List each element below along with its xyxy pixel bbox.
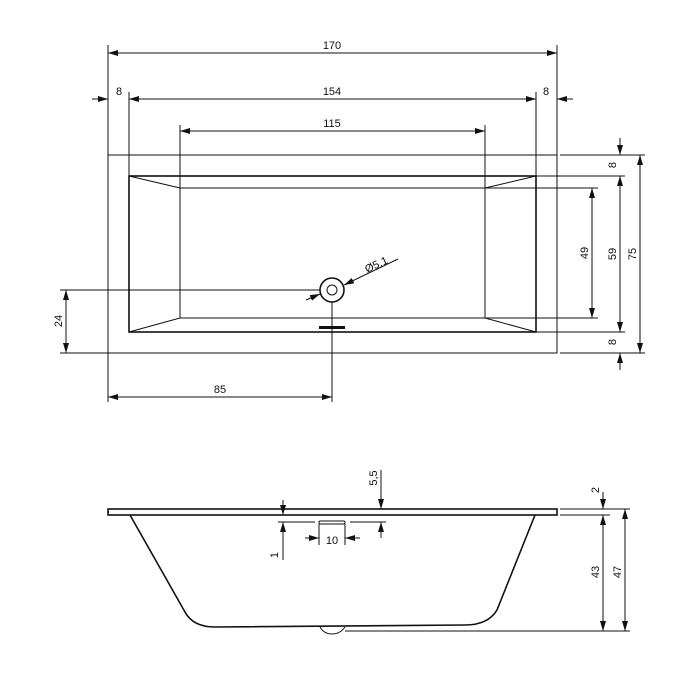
- basin-floor-outline: [179, 187, 486, 319]
- label-inner-length: 154: [323, 86, 341, 98]
- drain-outer-icon: [319, 277, 345, 303]
- drain-leader-in: [305, 293, 321, 301]
- side-rim: [107, 508, 558, 516]
- label-inner-width: 59: [607, 248, 619, 260]
- label-rim-thickness: 2: [590, 487, 602, 493]
- label-drain-offset-x: 85: [214, 384, 226, 396]
- label-overall-length: 170: [323, 40, 341, 52]
- drain-inner-icon: [326, 284, 338, 296]
- label-rim-left: 8: [116, 86, 122, 98]
- label-drain-diameter: Ø5,1: [363, 255, 390, 276]
- label-rim-top: 8: [607, 162, 619, 168]
- label-total-height: 47: [612, 566, 624, 578]
- side-view: [107, 508, 558, 635]
- label-rim-right: 8: [543, 86, 549, 98]
- label-drain-offset-y: 24: [53, 315, 65, 327]
- side-drain: [319, 626, 346, 635]
- side-overflow-slot: [318, 520, 346, 525]
- basin-slope-lines: [128, 175, 537, 333]
- label-overflow-depth: 5,5: [368, 470, 380, 485]
- label-floor-length: 115: [323, 118, 341, 130]
- label-overflow-height: 1: [269, 552, 281, 558]
- label-rim-bottom: 8: [607, 339, 619, 345]
- label-inner-depth: 43: [590, 566, 602, 578]
- drain-leader-out: [343, 258, 399, 286]
- side-body-outline: [129, 514, 536, 628]
- label-overall-width: 75: [627, 248, 639, 260]
- label-floor-width: 49: [579, 247, 591, 259]
- label-overflow-width: 10: [326, 535, 338, 547]
- side-extension-lines: [278, 508, 630, 632]
